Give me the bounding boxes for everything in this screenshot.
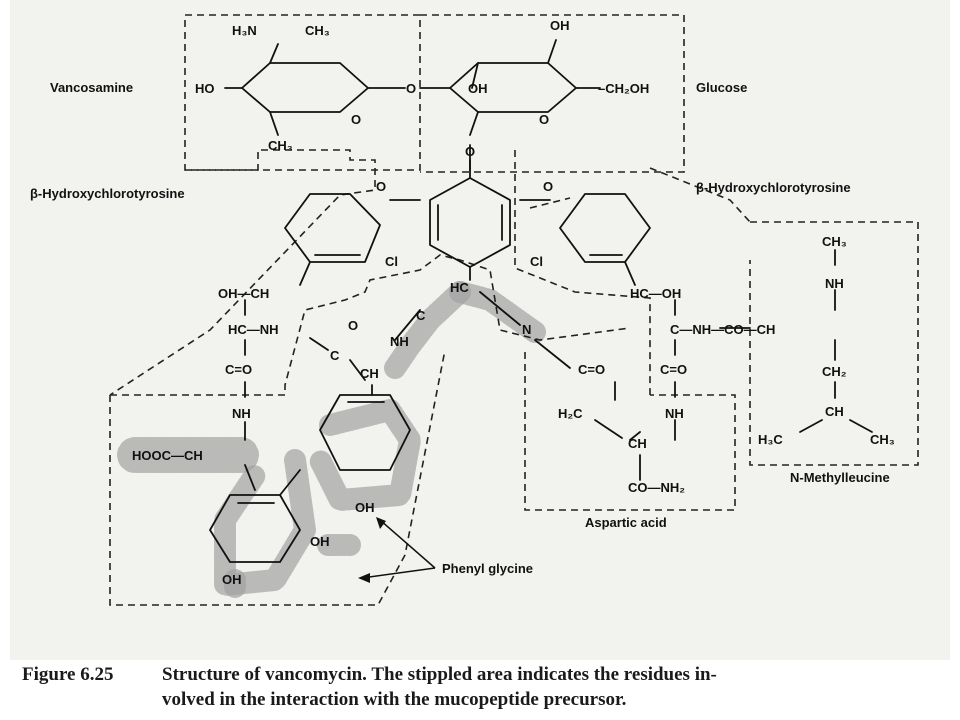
ho-group: HO <box>195 81 215 96</box>
glucose-label: Glucose <box>696 80 747 95</box>
ch3-group: CH₃ <box>870 432 895 447</box>
ch-group: CH <box>628 436 647 451</box>
h3n-group: H₃N <box>232 23 257 38</box>
central-ring <box>429 177 511 268</box>
oh-group: OH <box>355 500 375 515</box>
ch2oh-group: –CH₂OH <box>598 81 649 96</box>
vancosamine-label: Vancosamine <box>50 80 133 95</box>
oh-group: OH <box>222 572 242 587</box>
chlorine: Cl <box>530 254 543 269</box>
figure-number: Figure 6.25 <box>22 664 114 685</box>
backbone-bonds <box>244 249 873 491</box>
left-chloro-ring <box>284 193 381 263</box>
vancomycin-structure-diagram: Vancosamine Glucose β-Hydroxychlorotyros… <box>30 14 919 606</box>
residue-boxes <box>109 14 919 606</box>
leucine-box <box>749 221 919 466</box>
glycosidic-oxygen: O <box>465 144 475 159</box>
left-tyrosine-box <box>109 149 376 396</box>
aromatic-rings <box>209 159 651 563</box>
chemical-groups: H₃N CH₃ HO CH₃ OH OH –CH₂OH O O O O O O … <box>132 18 895 587</box>
phenylglycine-box <box>110 254 631 396</box>
n-methylleucine-label: N-Methylleucine <box>790 470 890 485</box>
hydroxychlorotyrosine-right-label: β-Hydroxychlorotyrosine <box>696 180 851 195</box>
hc-oh-group: HC—OH <box>630 286 681 301</box>
co-nh2-group: CO—NH₂ <box>628 480 685 495</box>
ether-oxygen: O <box>543 179 553 194</box>
bottom-box <box>109 349 446 606</box>
stippled-region <box>117 281 546 601</box>
nh-group: NH <box>825 276 844 291</box>
ch3-group: CH₃ <box>305 23 330 38</box>
aspartic-acid-label: Aspartic acid <box>585 515 667 530</box>
ring-oxygen: O <box>539 112 549 127</box>
h2c-group: H₂C <box>558 406 583 421</box>
ch2-group: CH₂ <box>822 364 847 379</box>
n-atom: N <box>522 322 531 337</box>
h3c-group: H₃C <box>758 432 783 447</box>
oh-group: OH <box>550 18 570 33</box>
ring-oxygen: O <box>351 112 361 127</box>
hc-nh-group: HC—NH <box>228 322 279 337</box>
hc-group: HC <box>450 280 469 295</box>
ether-oxygen: O <box>376 179 386 194</box>
ring-3 <box>319 394 411 471</box>
sugar-rings <box>224 39 601 171</box>
c-atom: C <box>330 348 340 363</box>
caption-text-1: Structure of vancomycin. The stippled ar… <box>162 664 717 685</box>
glucose-box <box>420 14 685 173</box>
carbonyl-group: C=O <box>225 362 252 377</box>
ch-group: CH <box>825 404 844 419</box>
nh-group: NH <box>665 406 684 421</box>
chlorine: Cl <box>385 254 398 269</box>
right-chloro-ring <box>559 193 651 263</box>
oh-group: OH <box>468 81 488 96</box>
nh-group: NH <box>390 334 409 349</box>
caption-line-1: Figure 6.25 Structure of vancomycin. The … <box>22 662 942 687</box>
oh-group: OH <box>310 534 330 549</box>
ch-group: CH <box>360 366 379 381</box>
c-atom: C <box>416 308 426 323</box>
phenyl-glycine-label: Phenyl glycine <box>442 561 533 576</box>
carbonyl-oxygen: O <box>348 318 358 333</box>
hydroxychlorotyrosine-left-label: β-Hydroxychlorotyrosine <box>30 186 185 201</box>
right-tyrosine-box <box>649 167 751 223</box>
figure-caption: Figure 6.25 Structure of vancomycin. The … <box>22 662 942 712</box>
scanned-figure: Vancosamine Glucose β-Hydroxychlorotyros… <box>10 0 950 660</box>
ch3-group: CH₃ <box>268 138 293 153</box>
carbonyl-group: C=O <box>660 362 687 377</box>
nh-group: NH <box>232 406 251 421</box>
vancosamine-box <box>184 14 421 171</box>
carbonyl-group: C=O <box>578 362 605 377</box>
c-nh-co-ch-group: C—NH—CO—CH <box>670 322 775 337</box>
vancosamine-ring <box>241 62 369 113</box>
hooc-ch-group: HOOC—CH <box>132 448 203 463</box>
oh-ch-group: OH—CH <box>218 286 269 301</box>
phenylglycine-arrows <box>358 517 436 583</box>
ch3-group: CH₃ <box>822 234 847 249</box>
caption-line-2: volved in the interaction with the mucop… <box>162 689 627 710</box>
glycosidic-oxygen: O <box>406 81 416 96</box>
